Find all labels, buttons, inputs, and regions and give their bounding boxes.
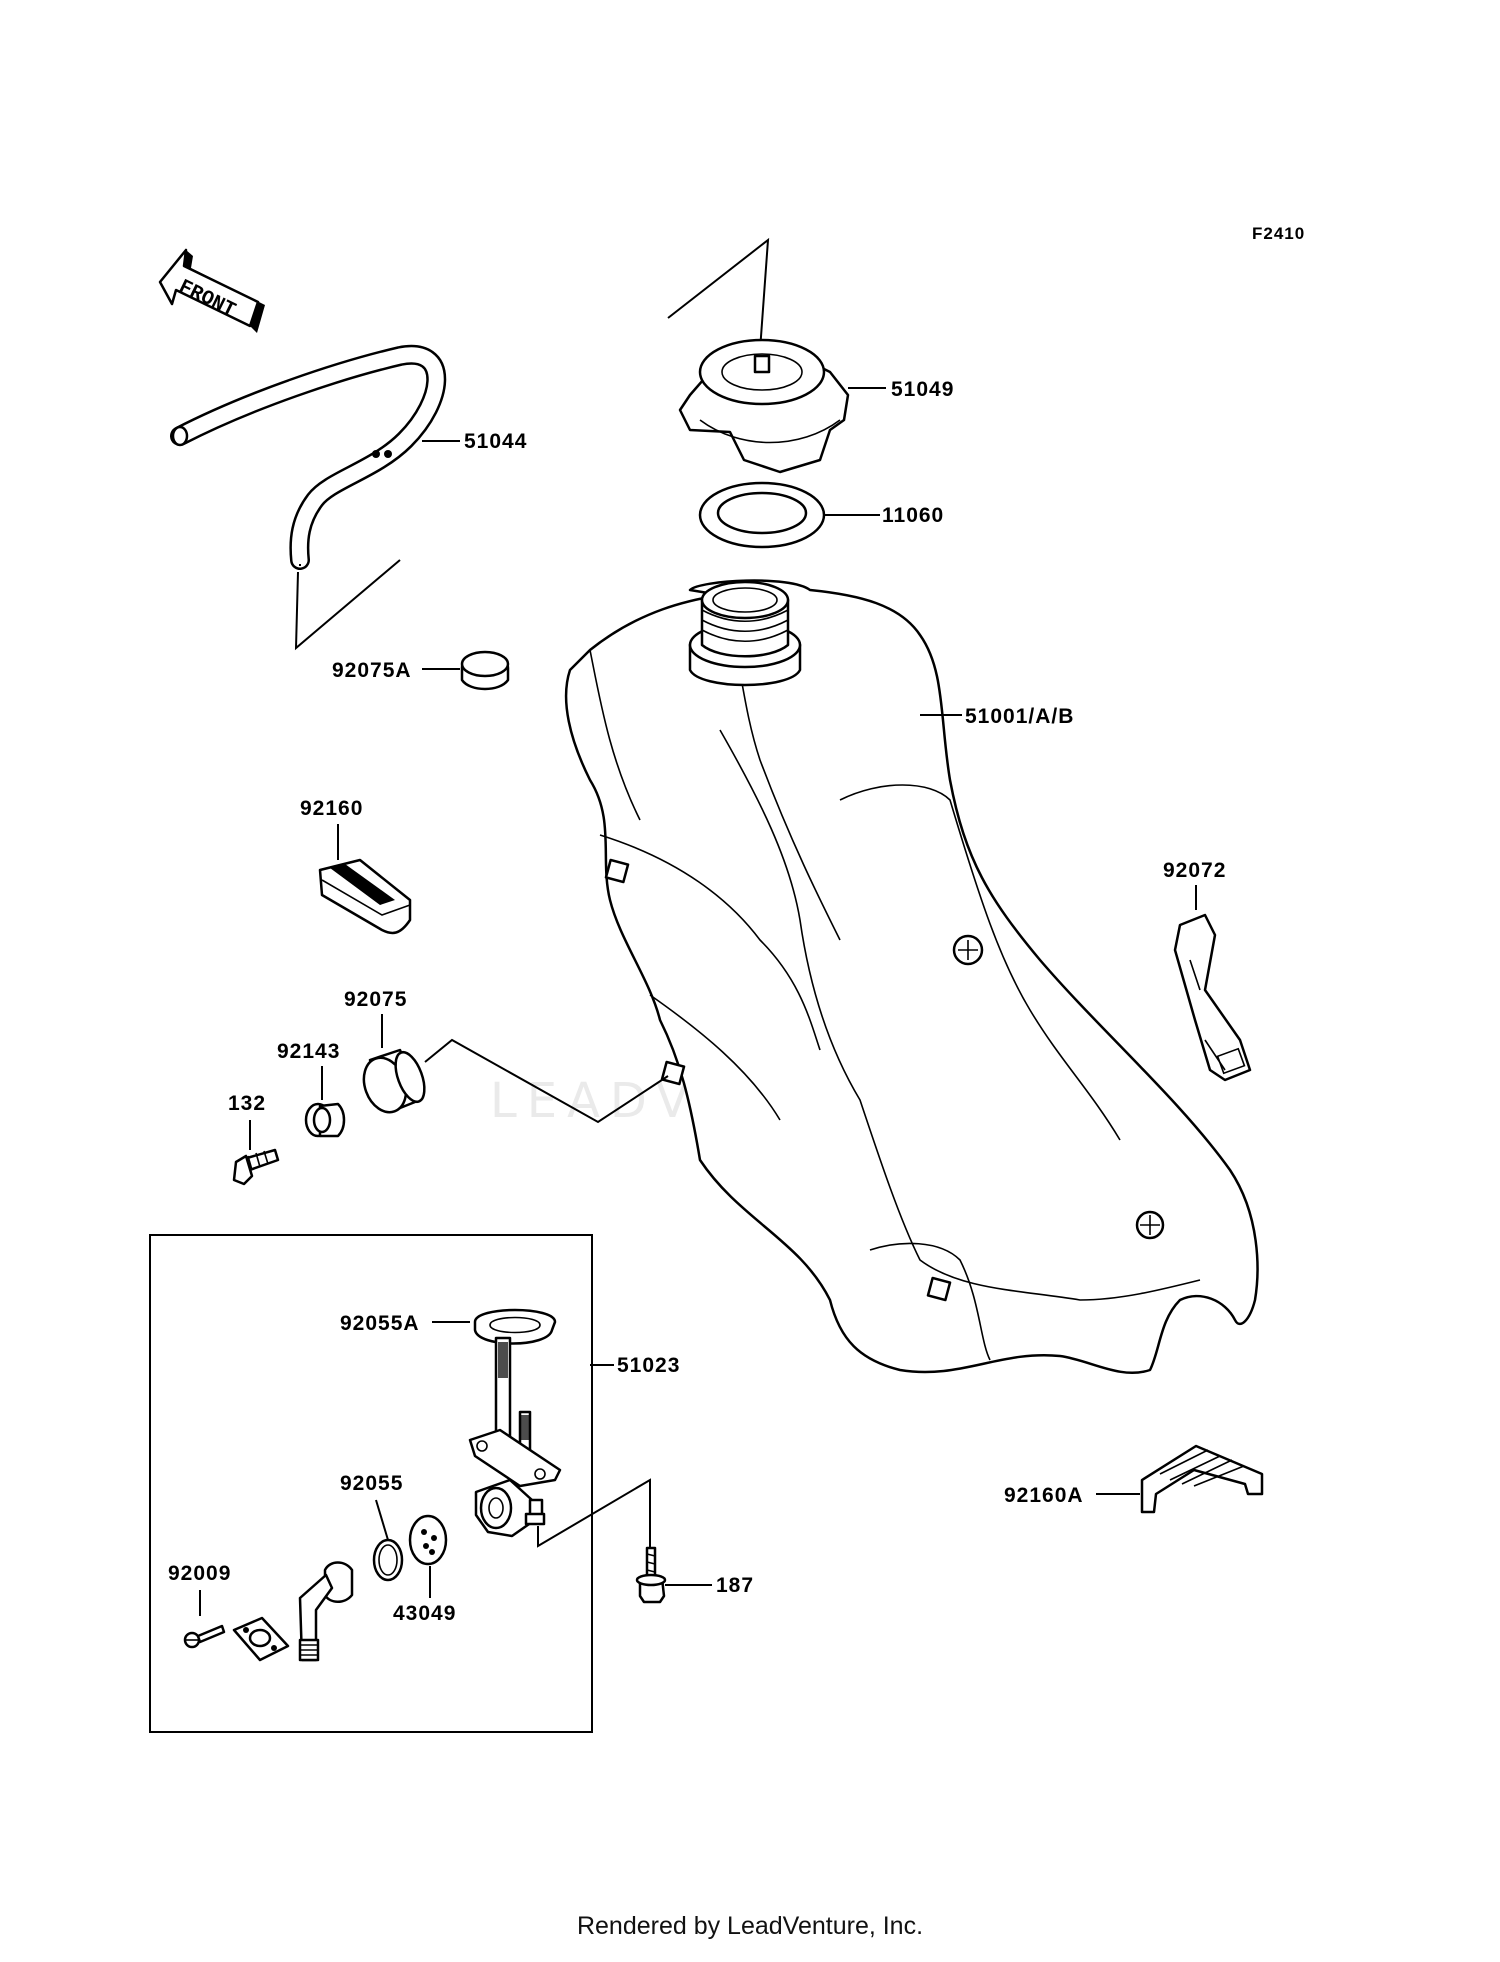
rubber-band-strap	[1173, 913, 1252, 1082]
lever-plate	[232, 1616, 290, 1662]
fuel-lever	[298, 1561, 354, 1662]
fuel-cock	[468, 1336, 562, 1538]
collar	[304, 1102, 346, 1138]
rubber-damper	[362, 1048, 426, 1114]
part-label-51023: 51023	[617, 1354, 680, 1377]
tank-cushion	[318, 858, 412, 935]
fuel-cock-gasket	[473, 1308, 557, 1345]
front-arrow-icon: FRONT	[158, 248, 265, 333]
fuel-cock-group-frame	[149, 1234, 593, 1733]
part-label-92072: 92072	[1163, 859, 1226, 882]
part-label-51001AB: 51001/A/B	[965, 705, 1074, 728]
part-label-43049: 43049	[393, 1602, 456, 1625]
part-label-92160A: 92160A	[1004, 1484, 1084, 1507]
part-label-92075A: 92075A	[332, 659, 412, 682]
screw-92009	[183, 1624, 226, 1649]
fuel-cap	[667, 237, 850, 474]
fuel-tank	[564, 579, 1259, 1375]
part-label-92143: 92143	[277, 1040, 340, 1063]
part-label-92055A: 92055A	[340, 1312, 420, 1335]
part-label-51049: 51049	[891, 378, 954, 401]
part-label-187: 187	[716, 1574, 754, 1597]
part-label-51044: 51044	[464, 430, 527, 453]
part-label-92075: 92075	[344, 988, 407, 1011]
part-label-132: 132	[228, 1092, 266, 1115]
part-label-11060: 11060	[882, 504, 944, 527]
breather-hose	[170, 344, 447, 570]
o-ring	[372, 1538, 404, 1582]
cap-gasket	[698, 481, 826, 549]
bolt-187	[635, 1546, 667, 1604]
part-label-92160: 92160	[300, 797, 363, 820]
diagram-code: F2410	[1252, 224, 1305, 243]
footer-credit: Rendered by LeadVenture, Inc.	[576, 1912, 924, 1940]
rubber-plug	[460, 650, 510, 691]
part-label-92055: 92055	[340, 1472, 403, 1495]
rear-tank-cushion	[1140, 1444, 1264, 1514]
bolt-132	[232, 1148, 280, 1186]
part-label-92009: 92009	[168, 1562, 231, 1585]
filter-plate	[408, 1514, 448, 1566]
